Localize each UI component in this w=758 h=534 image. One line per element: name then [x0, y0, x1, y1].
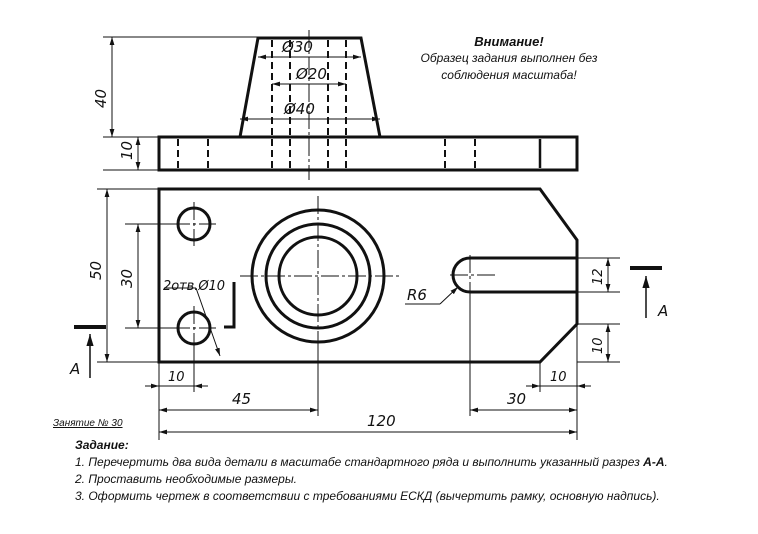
task-item-2: 2. Проставить необходимые размеры. [75, 472, 297, 486]
dim-h50: 50 [87, 261, 105, 280]
warning-line-1: Образец задания выполнен без [420, 51, 598, 65]
dim-d20: Ø20 [295, 65, 327, 83]
task-item-1-end: . [664, 455, 668, 469]
dim-h40: 40 [92, 89, 110, 108]
dim-h10: 10 [118, 141, 136, 160]
dim-r6: R6 [407, 286, 427, 304]
warning-title: Внимание! [474, 34, 544, 49]
dim-w10b: 10 [550, 370, 567, 385]
plate-plan-outline [157, 187, 579, 364]
dim-w10: 10 [168, 370, 185, 385]
base-plate-outline [157, 135, 579, 172]
dim-w45: 45 [232, 390, 251, 408]
task-item-1-text: 1. Перечертить два вида детали в масштаб… [75, 455, 644, 469]
top-view [74, 187, 662, 440]
dim-slot12: 12 [591, 268, 606, 285]
task-item-1-section: А-А [643, 455, 665, 469]
task-title: Задание: [75, 438, 129, 452]
warning-line-2: соблюдения масштаба! [441, 68, 577, 82]
section-arrows [74, 266, 662, 378]
section-mark-bracket [224, 282, 236, 329]
lesson-number: Занятие № 30 [53, 418, 123, 429]
warning-note: Внимание! Образец задания выполнен без с… [394, 33, 624, 84]
section-label-right: А [657, 302, 668, 320]
task-item-1: 1. Перечертить два вида детали в масштаб… [75, 454, 668, 471]
task-item-3: 3. Оформить чертеж в соответствии с треб… [75, 489, 660, 503]
task-block: Задание: 1. Перечертить два вида детали … [75, 437, 668, 505]
plan-center-lines [172, 196, 495, 356]
dim-right10: 10 [591, 337, 606, 354]
dim-holes: 2отв.Ø10 [163, 279, 225, 294]
hidden-lines [177, 40, 476, 168]
dim-w120: 120 [367, 412, 396, 430]
dim-d30: Ø30 [281, 38, 313, 56]
front-view [103, 30, 579, 180]
dim-h30: 30 [118, 269, 136, 288]
dim-d40: Ø40 [283, 100, 315, 118]
dim-w30: 30 [507, 390, 526, 408]
section-label-left: А [69, 360, 80, 378]
